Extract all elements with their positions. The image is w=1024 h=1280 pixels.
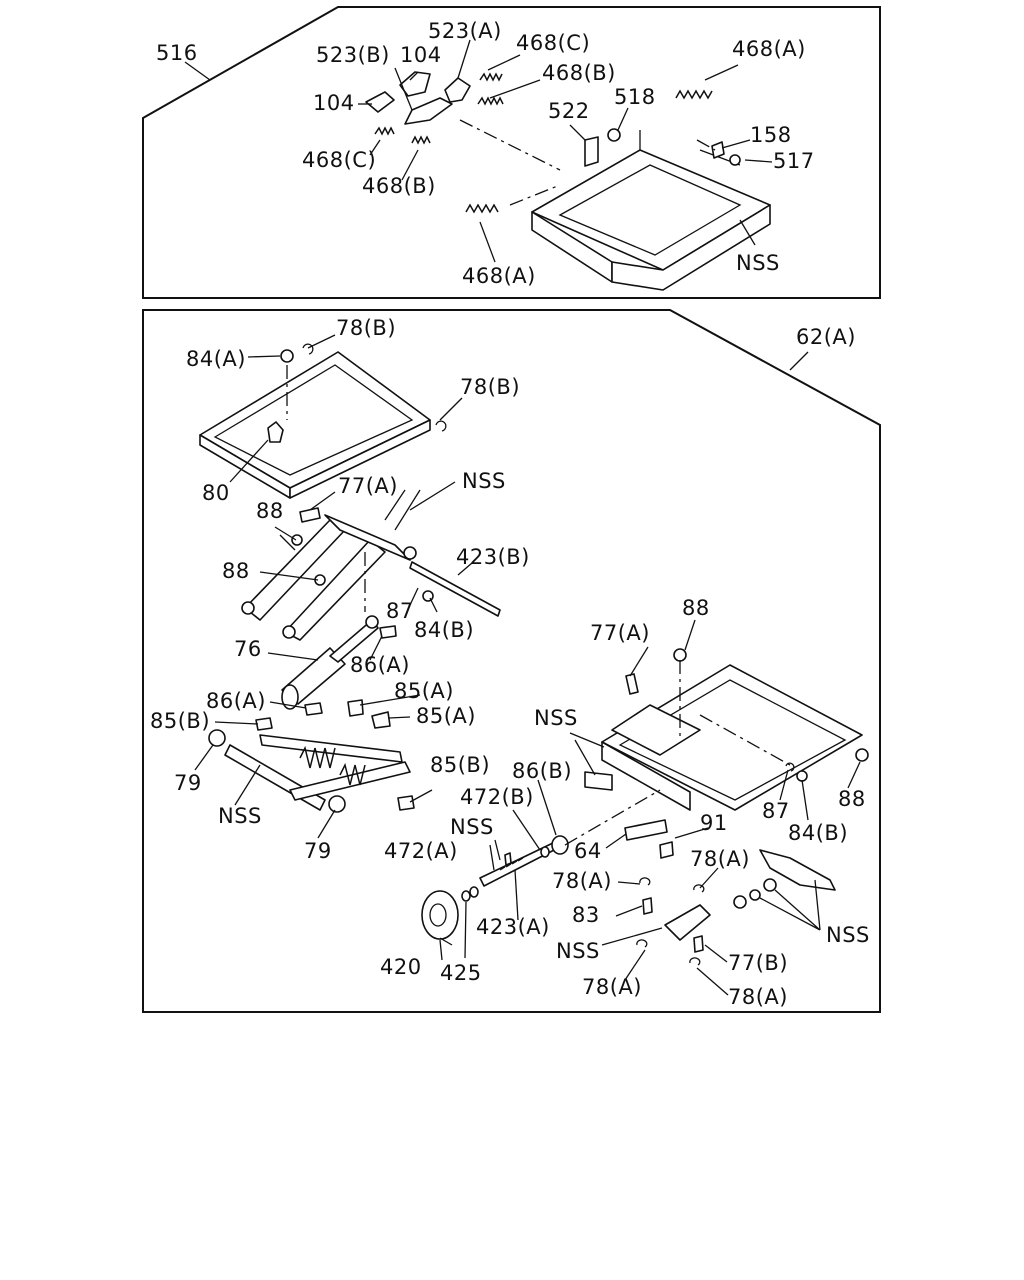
label-84a: 84(A) bbox=[186, 347, 246, 371]
top-panel-frame bbox=[142, 6, 881, 299]
bracket-parts-top bbox=[365, 71, 599, 167]
label-91: 91 bbox=[700, 811, 728, 835]
callout-labels: 516 523(B) 104 523(A) 468(C) 468(B) 468(… bbox=[150, 19, 870, 1009]
bottom-panel-frame bbox=[142, 309, 881, 1013]
lever-parts bbox=[624, 819, 836, 966]
leader-62a bbox=[789, 351, 809, 371]
label-78b-1: 78(B) bbox=[336, 316, 396, 340]
adjust-shaft bbox=[421, 835, 569, 940]
label-423b: 423(B) bbox=[456, 545, 530, 569]
label-nss-5: NSS bbox=[826, 923, 870, 947]
spring-assembly bbox=[208, 699, 415, 813]
label-77a-1: 77(A) bbox=[338, 474, 398, 498]
label-64: 64 bbox=[574, 839, 602, 863]
label-77b: 77(B) bbox=[728, 951, 788, 975]
label-85a-1: 85(A) bbox=[394, 679, 454, 703]
label-nss-3: NSS bbox=[218, 804, 262, 828]
label-85b-2: 85(B) bbox=[430, 753, 490, 777]
springs-top bbox=[374, 72, 713, 214]
centerline-top-3 bbox=[696, 139, 716, 151]
label-472a: 472(A) bbox=[384, 839, 458, 863]
label-62a: 62(A) bbox=[796, 325, 856, 349]
label-523a: 523(A) bbox=[428, 19, 502, 43]
label-468c-bot: 468(C) bbox=[302, 148, 376, 172]
label-425: 425 bbox=[440, 961, 482, 985]
label-nss-4: NSS bbox=[450, 815, 494, 839]
label-nss-1: NSS bbox=[462, 469, 506, 493]
label-468b-top: 468(B) bbox=[542, 61, 616, 85]
label-88-3: 88 bbox=[682, 596, 710, 620]
label-104-a: 104 bbox=[400, 43, 442, 67]
label-86a-2: 86(A) bbox=[206, 689, 266, 713]
label-77a-2: 77(A) bbox=[590, 621, 650, 645]
label-76: 76 bbox=[234, 637, 262, 661]
label-85b-1: 85(B) bbox=[150, 709, 210, 733]
base-frame bbox=[584, 648, 869, 811]
label-79-1: 79 bbox=[174, 771, 202, 795]
centerline-top-2 bbox=[509, 184, 561, 206]
leaders-top bbox=[358, 39, 773, 263]
label-78a-1: 78(A) bbox=[690, 847, 750, 871]
label-78a-3: 78(A) bbox=[582, 975, 642, 999]
label-78a-2: 78(A) bbox=[552, 869, 612, 893]
label-86b: 86(B) bbox=[512, 759, 572, 783]
label-472b: 472(B) bbox=[460, 785, 534, 809]
label-420: 420 bbox=[380, 955, 422, 979]
label-nss-2: NSS bbox=[534, 706, 578, 730]
label-523b: 523(B) bbox=[316, 43, 390, 67]
centerline-top bbox=[459, 119, 561, 171]
scissor-link bbox=[241, 507, 501, 641]
label-468c-top: 468(C) bbox=[516, 31, 590, 55]
label-79-2: 79 bbox=[304, 839, 332, 863]
label-87-2: 87 bbox=[762, 799, 790, 823]
label-83: 83 bbox=[572, 903, 600, 927]
label-87-1: 87 bbox=[386, 599, 414, 623]
label-86a-1: 86(A) bbox=[350, 653, 410, 677]
label-104-b: 104 bbox=[313, 91, 355, 115]
label-158: 158 bbox=[750, 123, 792, 147]
label-nss-6: NSS bbox=[556, 939, 600, 963]
label-518: 518 bbox=[614, 85, 656, 109]
label-522: 522 bbox=[548, 99, 590, 123]
upper-rail-frame bbox=[199, 343, 447, 499]
centerlines-bottom bbox=[286, 365, 791, 846]
label-78b-2: 78(B) bbox=[460, 375, 520, 399]
leader-516 bbox=[184, 61, 211, 81]
label-468a-bot: 468(A) bbox=[462, 264, 536, 288]
label-88-2: 88 bbox=[222, 559, 250, 583]
label-88-4: 88 bbox=[838, 787, 866, 811]
label-517: 517 bbox=[773, 149, 815, 173]
shock-absorber bbox=[281, 615, 397, 710]
label-516: 516 bbox=[156, 41, 198, 65]
label-88-1: 88 bbox=[256, 499, 284, 523]
label-78a-4: 78(A) bbox=[728, 985, 788, 1009]
label-468b-bot: 468(B) bbox=[362, 174, 436, 198]
label-84b-2: 84(B) bbox=[788, 821, 848, 845]
label-468a-top: 468(A) bbox=[732, 37, 806, 61]
leaders-bottom bbox=[194, 334, 861, 996]
label-85a-2: 85(A) bbox=[416, 704, 476, 728]
label-nss-top: NSS bbox=[736, 251, 780, 275]
label-423a: 423(A) bbox=[476, 915, 550, 939]
seat-frame-top bbox=[531, 128, 771, 291]
label-80: 80 bbox=[202, 481, 230, 505]
label-84b-1: 84(B) bbox=[414, 618, 474, 642]
